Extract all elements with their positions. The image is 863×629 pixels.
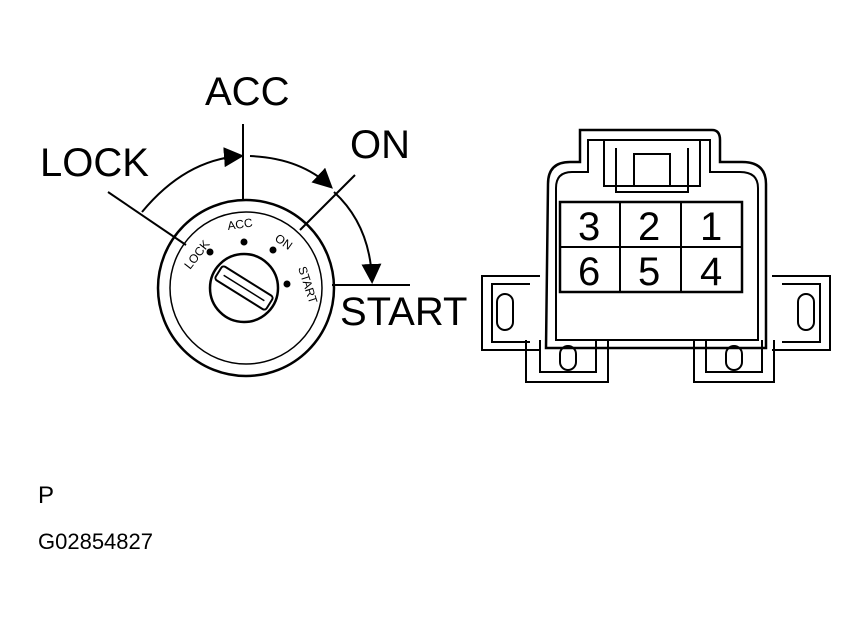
view-letter: P: [38, 482, 54, 509]
face-label-acc: ACC: [226, 216, 253, 233]
dot-start: [283, 280, 291, 288]
outer-label-acc: ACC: [205, 70, 289, 114]
dot-lock: [206, 248, 214, 256]
key-slot: [214, 265, 274, 311]
ignition-switch: [107, 124, 410, 378]
on-leader-line: [299, 174, 356, 231]
housing-outer: [544, 128, 768, 350]
right-flange-slot: [797, 293, 815, 331]
rotation-arc-2: [249, 155, 333, 189]
dot-on: [269, 246, 277, 254]
left-flange-inner: [491, 283, 530, 343]
switch-outer-ring: [156, 198, 336, 378]
face-label-start: START: [295, 265, 320, 306]
right-flange: [772, 275, 831, 351]
left-foot: [525, 340, 609, 383]
figure-code: G02854827: [38, 529, 153, 554]
right-foot-inner: [705, 340, 763, 373]
left-flange: [481, 275, 540, 351]
latch-window: [633, 153, 671, 187]
right-flange-inner: [782, 283, 821, 343]
left-foot-inner: [539, 340, 597, 373]
key-slot-inner-line: [223, 274, 265, 302]
right-foot: [693, 340, 775, 383]
dot-acc: [240, 238, 248, 246]
pin-4: 4: [700, 250, 722, 294]
pin-2: 2: [638, 205, 660, 249]
connector: [481, 128, 831, 383]
latch-inner: [615, 148, 689, 193]
left-flange-slot: [496, 293, 514, 331]
lock-leader-line: [107, 191, 187, 246]
rotation-arc-3: [333, 191, 382, 284]
outer-label-lock: LOCK: [40, 141, 149, 185]
switch-inner-ring: [169, 211, 323, 365]
rotation-arc-1: [141, 147, 244, 213]
pin-1: 1: [700, 205, 722, 249]
pin-3: 3: [578, 205, 600, 249]
left-foot-slot: [559, 345, 577, 371]
outer-label-on: ON: [350, 123, 410, 167]
right-foot-slot: [725, 345, 743, 371]
latch-housing: [603, 140, 701, 187]
pin-6: 6: [578, 250, 600, 294]
housing-inner: [555, 139, 759, 341]
pin-5: 5: [638, 250, 660, 294]
key-cylinder: [208, 252, 280, 324]
outer-label-start: START: [340, 290, 467, 334]
